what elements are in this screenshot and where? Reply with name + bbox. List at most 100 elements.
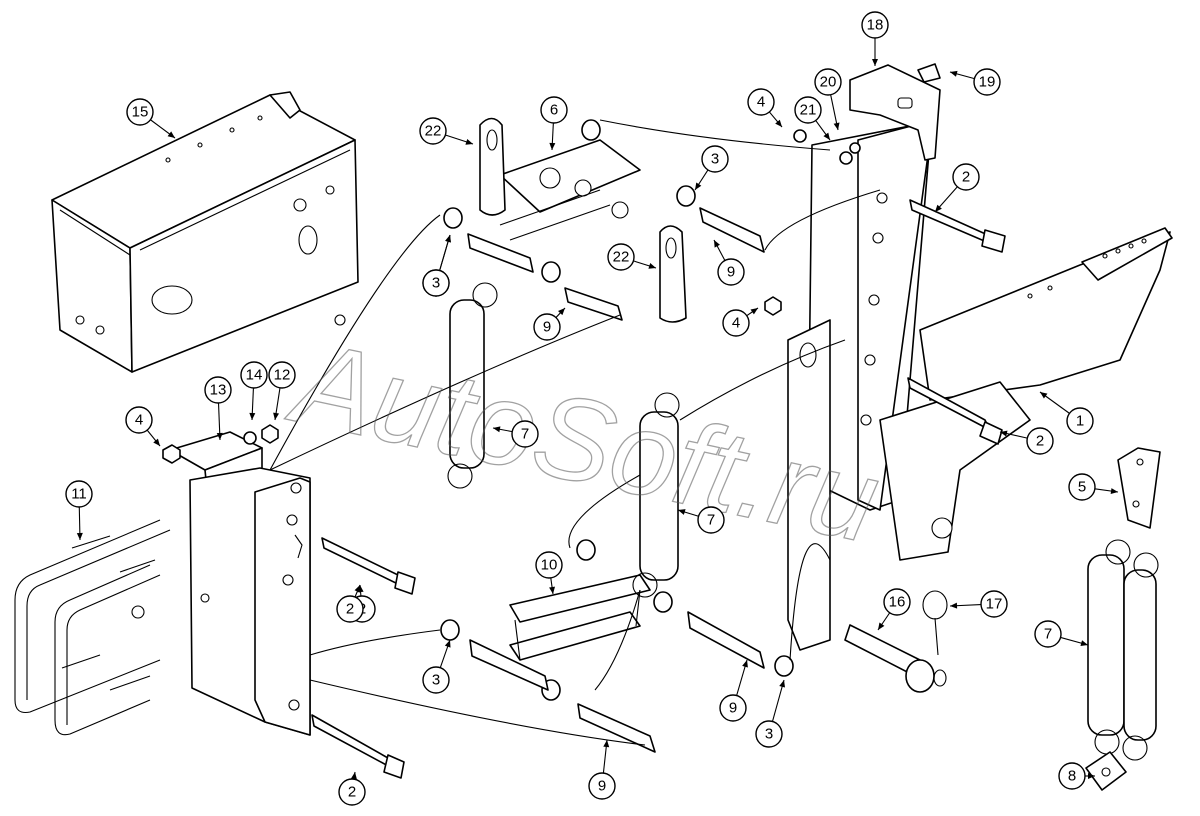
callout-label: 2	[962, 169, 970, 186]
callout-3: 3	[422, 234, 451, 297]
callout-leader	[771, 679, 785, 722]
callout-bubble	[755, 720, 783, 748]
callout-label: 2	[348, 784, 356, 801]
callout-label: 4	[135, 412, 143, 429]
callout-bubble	[126, 98, 154, 126]
part-10-lower-frame	[509, 574, 651, 661]
callout-arrowhead	[493, 426, 501, 433]
callout-arrowhead	[549, 586, 556, 594]
callout-4: 4	[722, 307, 759, 337]
callout-label: 7	[1044, 626, 1052, 643]
callout-arrowhead	[465, 138, 473, 145]
callout-label: 6	[550, 102, 558, 119]
callout-label: 5	[1078, 479, 1086, 496]
callout-label: 12	[274, 367, 291, 384]
callout-bubble	[240, 361, 268, 389]
callout-16: 16	[877, 588, 911, 631]
callout-arrowhead	[76, 532, 83, 540]
callout-9: 9	[719, 659, 748, 722]
callout-label: 7	[707, 512, 715, 529]
callout-19: 19	[949, 68, 1001, 96]
part-8-spring-plate	[1085, 751, 1127, 791]
bolts	[311, 63, 1006, 779]
callout-arrowhead	[1000, 430, 1008, 437]
callout-arrowhead	[273, 412, 280, 420]
part-22-link-plate-left	[479, 117, 506, 216]
callout-2: 2	[999, 427, 1054, 455]
callout-22: 22	[419, 117, 474, 145]
callout-label: 8	[1068, 768, 1076, 785]
callout-arrowhead	[1040, 392, 1048, 399]
callout-arrowhead	[1110, 488, 1118, 495]
pins	[467, 207, 765, 753]
callout-bubble	[719, 694, 747, 722]
callout-bubble	[338, 778, 366, 806]
callout-8: 8	[1058, 762, 1095, 790]
callout-18: 18	[861, 11, 889, 66]
callout-arrowhead	[603, 740, 610, 748]
callout-5: 5	[1068, 473, 1119, 501]
part-6-pivot-assembly	[499, 139, 641, 241]
callout-arrowhead	[779, 680, 786, 688]
callout-bubble	[204, 376, 232, 404]
callout-6: 6	[540, 96, 568, 151]
callout-label: 7	[521, 426, 529, 443]
callout-label: 3	[765, 726, 773, 743]
callout-9: 9	[713, 239, 745, 286]
callout-arrowhead	[950, 602, 958, 609]
callout-22: 22	[607, 243, 657, 271]
callout-label: 21	[800, 102, 817, 119]
callout-bubble	[1026, 427, 1054, 455]
callout-arrowhead	[833, 122, 840, 130]
callout-arrowhead	[350, 772, 357, 780]
callout-arrowhead	[750, 308, 758, 315]
bushings	[440, 119, 794, 701]
callout-bubble	[722, 309, 750, 337]
callout-3: 3	[422, 639, 451, 694]
callout-arrowhead	[878, 622, 885, 630]
callout-label: 19	[979, 74, 996, 91]
part-13-mounting-plate	[169, 431, 311, 736]
callout-bubble	[607, 243, 635, 271]
callout-2: 2	[336, 584, 364, 623]
callout-bubble	[419, 117, 447, 145]
callout-bubble	[1066, 407, 1094, 435]
callout-bubble	[1068, 473, 1096, 501]
callout-7: 7	[492, 420, 539, 448]
callout-2: 2	[934, 163, 980, 213]
callout-label: 2	[346, 601, 354, 618]
callout-bubble	[701, 145, 729, 173]
callout-arrowhead	[648, 263, 656, 269]
callout-bubble	[973, 68, 1001, 96]
callout-bubble	[336, 595, 364, 623]
callout-arrowhead	[950, 70, 958, 77]
callout-label: 22	[613, 249, 630, 266]
callout-layer: 1222223333344456777899991011121314151617…	[65, 11, 1119, 806]
part-22-link-plate-right	[659, 225, 687, 323]
callout-7: 7	[1034, 620, 1089, 648]
callout-bubble	[65, 480, 93, 508]
callout-label: 11	[71, 486, 87, 503]
callout-11: 11	[65, 480, 93, 541]
callout-bubble	[1058, 762, 1086, 790]
part-5-spring-plate	[1117, 447, 1161, 529]
callout-label: 15	[132, 104, 149, 121]
part-7-spring-pair-right	[1087, 539, 1159, 761]
callout-4: 4	[747, 88, 783, 128]
callout-label: 9	[729, 700, 737, 717]
callout-arrowhead	[872, 59, 878, 66]
callout-20: 20	[814, 68, 842, 131]
callout-bubble	[980, 590, 1008, 618]
callout-17: 17	[949, 590, 1008, 618]
part-7-spring-left	[447, 282, 498, 489]
callout-bubble	[511, 420, 539, 448]
callout-label: 20	[820, 74, 837, 91]
callout-bubble	[1034, 620, 1062, 648]
callout-7: 7	[677, 506, 725, 534]
part-7-spring-center	[632, 392, 680, 598]
callout-arrowhead	[558, 308, 565, 316]
callout-10: 10	[535, 551, 563, 595]
callout-bubble	[588, 772, 616, 800]
callout-label: 22	[425, 123, 442, 140]
